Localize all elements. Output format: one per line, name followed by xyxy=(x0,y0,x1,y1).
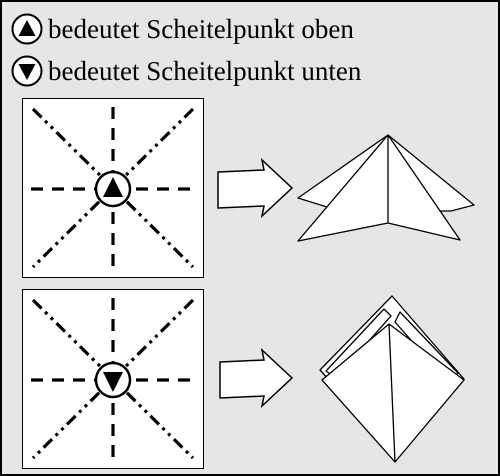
folded-model-vertex-down xyxy=(319,295,465,463)
center-mark-up xyxy=(94,170,132,208)
crease-lines-down xyxy=(31,298,195,460)
legend-item-bottom-vertex: bedeutet Scheitelpunkt unten xyxy=(10,54,361,88)
crease-pattern-up xyxy=(22,98,204,278)
legend-text-top-vertex: bedeutet Scheitelpunkt oben xyxy=(48,13,354,44)
folded-model-vertex-up xyxy=(297,134,475,242)
arrow-right-icon xyxy=(217,157,294,219)
legend-text-bottom-vertex: bedeutet Scheitelpunkt unten xyxy=(48,55,362,86)
arrow-right-icon xyxy=(219,347,294,409)
legend-item-top-vertex: bedeutet Scheitelpunkt oben xyxy=(10,12,354,46)
triangle-down-circle-icon xyxy=(11,55,43,87)
diagonal-crease-2 xyxy=(31,298,195,460)
triangle-up-circle-icon xyxy=(11,13,43,45)
crease-lines-up xyxy=(31,107,195,269)
diagonal-crease-2 xyxy=(31,107,195,269)
crease-pattern-down xyxy=(22,289,204,469)
diagonal-crease-1 xyxy=(31,107,195,269)
diagonal-crease-1 xyxy=(31,298,195,460)
center-mark-down xyxy=(94,361,132,399)
